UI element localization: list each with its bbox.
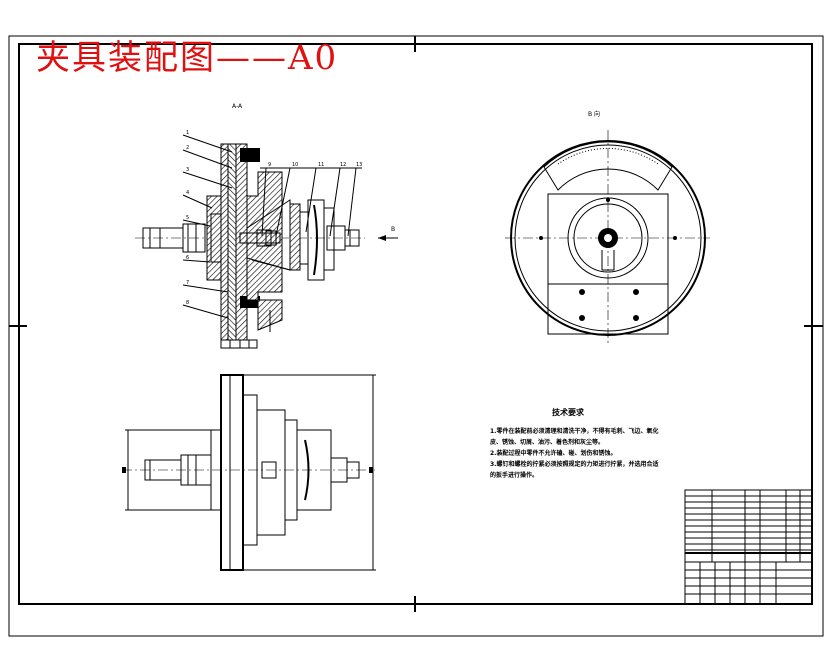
- side-view: B 向: [505, 110, 710, 345]
- leader-7: 7: [186, 280, 189, 286]
- leader-12: 12: [340, 162, 346, 168]
- leader-10: 10: [292, 162, 298, 168]
- tech-requirements: 技术要求 1.零件在装配前必须清理和清洗干净，不得有毛刺、飞边、氧化 皮、锈蚀、…: [490, 407, 658, 479]
- tech-req-line-1: 1.零件在装配前必须清理和清洗干净，不得有毛刺、飞边、氧化: [490, 427, 658, 435]
- leader-13: 13: [356, 162, 362, 168]
- leader-2: 2: [186, 145, 189, 151]
- tech-req-line-2: 皮、锈蚀、切屑、油污、着色剂和灰尘等。: [490, 438, 604, 446]
- arrow-label: B: [391, 226, 395, 233]
- leader-11: 11: [318, 162, 324, 168]
- title-block: [684, 489, 813, 605]
- leader-3: 3: [186, 167, 189, 173]
- leader-9: 9: [268, 162, 271, 168]
- leader-lines: [182, 134, 362, 319]
- tech-req-line-3: 2.装配过程中零件不允许磕、碰、划伤和锈蚀。: [490, 449, 616, 457]
- tech-req-heading: 技术要求: [552, 407, 585, 417]
- side-view-label: B 向: [588, 110, 600, 118]
- section-label: A-A: [232, 103, 243, 110]
- drawing-title: 夹具装配图——A0: [36, 38, 339, 78]
- outer-frame: [8, 35, 824, 637]
- leader-6: 6: [186, 255, 189, 261]
- front-view: [122, 374, 376, 571]
- leader-1: 1: [186, 130, 189, 136]
- section-view: A-A: [135, 103, 398, 349]
- leader-8: 8: [186, 300, 189, 306]
- tech-req-line-4: 3.螺钉和螺栓的拧紧必须按照规定的力矩进行拧紧，并选用合适: [490, 460, 658, 468]
- leader-4: 4: [186, 190, 189, 196]
- tech-req-line-5: 的扳手进行操作。: [490, 471, 538, 479]
- leader-5: 5: [186, 215, 189, 221]
